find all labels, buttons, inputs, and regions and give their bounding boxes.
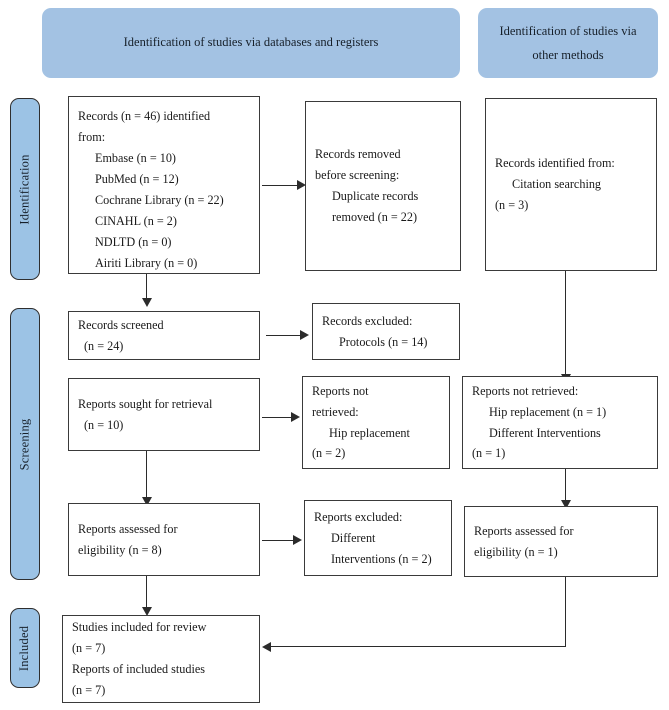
box-reports-not-retrieved-other: Reports not retrieved: Hip replacement (…: [462, 376, 658, 469]
banner-other-methods-line2: other methods: [532, 47, 604, 62]
records-screened-line1: Records screened: [78, 317, 164, 332]
box-reports-sought: Reports sought for retrieval (n = 10): [68, 378, 260, 451]
reports-not-retrieved-line3: Hip replacement: [329, 425, 410, 440]
reports-not-retrieved-other-line4: (n = 1): [472, 446, 506, 461]
box-records-removed: Records removed before screening: Duplic…: [305, 101, 461, 271]
reports-not-retrieved-other-line3: Different Interventions: [489, 425, 601, 440]
banner-other-methods: Identification of studies via other meth…: [478, 8, 658, 78]
records-screened-line2: (n = 24): [84, 338, 124, 353]
box-records-identified: Records (n = 46) identified from: Embase…: [68, 96, 260, 274]
stage-label-screening: Screening: [17, 418, 32, 470]
arrowhead-assessed-to-excluded: [293, 535, 302, 545]
arrowhead-identified-to-screened: [142, 298, 152, 307]
connector-other-assessed-elbow-vertical: [565, 577, 567, 647]
records-excluded-line1: Records excluded:: [322, 313, 413, 328]
reports-not-retrieved-line1: Reports not: [312, 383, 369, 398]
banner-databases-label: Identification of studies via databases …: [123, 35, 379, 50]
arrowhead-screened-to-excluded: [300, 330, 309, 340]
connector-assessed-to-excluded: [262, 540, 294, 542]
reports-excluded-line3: Interventions (n = 2): [331, 551, 432, 566]
arrowhead-other-not-retrieved-to-assessed: [561, 500, 571, 509]
connector-assessed-to-included: [146, 576, 148, 610]
reports-not-retrieved-other-line2: Hip replacement (n = 1): [489, 404, 607, 419]
records-removed-line3: Duplicate records: [332, 189, 419, 203]
records-removed-line2: before screening:: [315, 168, 400, 183]
arrowhead-sought-to-not-retrieved: [291, 412, 300, 422]
records-identified-other-line1: Records identified from:: [495, 156, 615, 171]
arrowhead-assessed-to-included: [142, 607, 152, 616]
studies-included-line3: Reports of included studies: [72, 662, 206, 676]
box-reports-assessed-other: Reports assessed for eligibility (n = 1): [464, 506, 658, 577]
box-records-excluded: Records excluded: Protocols (n = 14): [312, 303, 460, 360]
studies-included-line2: (n = 7): [72, 641, 106, 656]
records-identified-line2: from:: [78, 129, 106, 144]
reports-assessed-other-line2: eligibility (n = 1): [474, 544, 558, 559]
reports-sought-line1: Reports sought for retrieval: [78, 396, 213, 411]
box-reports-excluded: Reports excluded: Different Intervention…: [304, 500, 452, 576]
reports-assessed-other-line1: Reports assessed for: [474, 523, 574, 538]
reports-not-retrieved-line4: (n = 2): [312, 446, 346, 461]
stage-tab-identification: Identification: [10, 98, 40, 280]
records-identified-cinahl: CINAHL (n = 2): [95, 213, 177, 228]
stage-label-included: Included: [17, 625, 32, 671]
connector-sought-to-not-retrieved: [262, 417, 292, 419]
connector-screened-to-excluded: [266, 335, 300, 337]
box-records-screened: Records screened (n = 24): [68, 311, 260, 360]
reports-sought-line2: (n = 10): [84, 417, 124, 432]
connector-sought-to-assessed: [146, 451, 148, 499]
reports-not-retrieved-other-line1: Reports not retrieved:: [472, 383, 579, 398]
records-removed-line4: removed (n = 22): [332, 209, 418, 224]
stage-tab-screening: Screening: [10, 308, 40, 580]
reports-not-retrieved-line2: retrieved:: [312, 404, 359, 419]
stage-label-identification: Identification: [17, 153, 32, 225]
arrowhead-other-assessed-to-included: [262, 642, 271, 652]
connector-other-assessed-elbow-horizontal: [271, 646, 566, 648]
box-reports-not-retrieved: Reports not retrieved: Hip replacement (…: [302, 376, 450, 469]
arrowhead-identified-to-removed: [297, 180, 306, 190]
arrowhead-sought-to-assessed: [142, 497, 152, 506]
studies-included-line1: Studies included for review: [72, 620, 207, 635]
box-studies-included: Studies included for review (n = 7) Repo…: [62, 615, 260, 703]
records-identified-cochrane: Cochrane Library (n = 22): [95, 192, 224, 207]
records-identified-embase: Embase (n = 10): [95, 150, 176, 165]
records-removed-line1: Records removed: [315, 147, 401, 162]
records-excluded-line2: Protocols (n = 14): [339, 334, 428, 349]
records-identified-other-line2: Citation searching: [512, 177, 602, 191]
records-identified-line1: Records (n = 46) identified: [78, 109, 211, 123]
records-identified-airiti: Airiti Library (n = 0): [95, 255, 198, 270]
records-identified-other-line3: (n = 3): [495, 197, 529, 212]
reports-excluded-line2: Different: [331, 530, 376, 545]
reports-assessed-line2: eligibility (n = 8): [78, 542, 162, 557]
reports-excluded-line1: Reports excluded:: [314, 509, 403, 524]
connector-other-identified-to-not-retrieved: [565, 271, 567, 376]
studies-included-line4: (n = 7): [72, 682, 106, 697]
box-records-identified-other: Records identified from: Citation search…: [485, 98, 657, 271]
banner-other-methods-line1: Identification of studies via: [499, 24, 637, 38]
connector-other-not-retrieved-to-assessed: [565, 469, 567, 503]
stage-tab-included: Included: [10, 608, 40, 688]
banner-databases-registers: Identification of studies via databases …: [42, 8, 460, 78]
records-identified-pubmed: PubMed (n = 12): [95, 171, 179, 186]
reports-assessed-line1: Reports assessed for: [78, 521, 178, 536]
box-reports-assessed: Reports assessed for eligibility (n = 8): [68, 503, 260, 576]
connector-identified-to-removed: [262, 185, 297, 187]
connector-identified-to-screened: [146, 274, 148, 300]
records-identified-ndltd: NDLTD (n = 0): [95, 234, 172, 249]
